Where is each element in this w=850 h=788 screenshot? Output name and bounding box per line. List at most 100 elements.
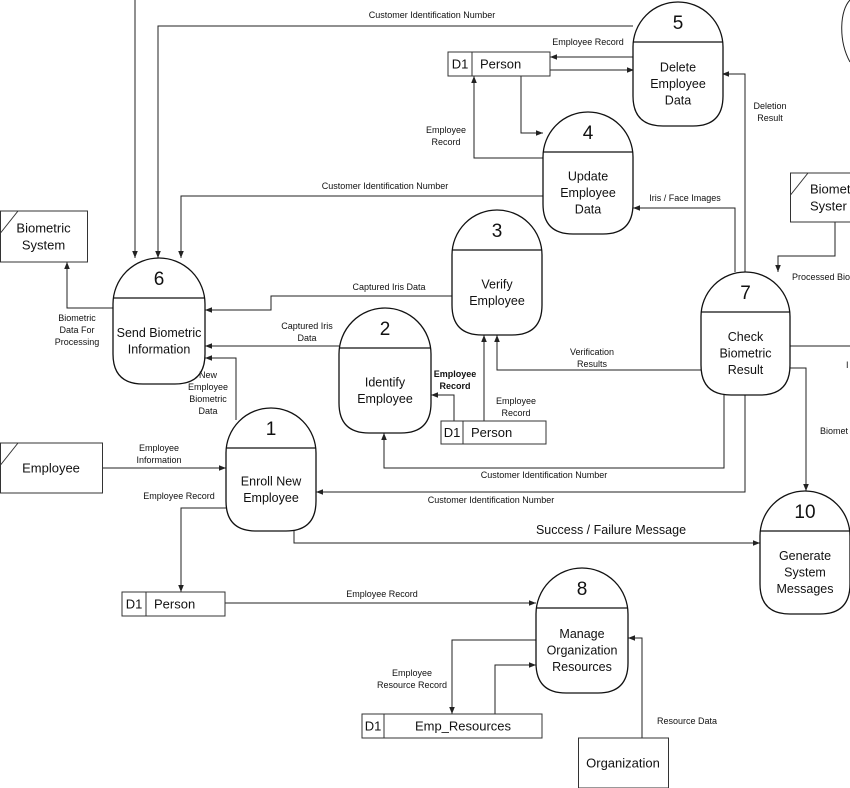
process-shape [338,307,432,434]
data-store-person-low[interactable]: D1 Person [121,591,226,617]
process-title-line: Update [568,170,608,184]
edge-p7-to-p4-iris [633,205,736,272]
store-name: Emp_Resources [415,719,512,734]
edge-p1-to-p10-success [293,531,760,546]
process-title-line: Enroll New [241,474,302,488]
label-success-failure: Success / Failure Message [536,523,686,537]
flow-label-line: Data [297,333,316,343]
process-title-line: Delete [660,61,696,75]
flow-label-line: Record [431,137,460,147]
cut-off-shape-edge [841,0,850,63]
process-shape [542,111,634,235]
entity-employee[interactable]: Employee [0,442,103,494]
edge-p1-to-p6-new-bio [205,355,237,420]
flow-label-line: Record [501,408,530,418]
flow-label-line: Employee [426,125,466,135]
label-employee-record-8: Employee Record [346,589,418,599]
edge-p5-to-p6-customer-id [155,25,633,258]
store-box [121,591,226,617]
entity-label-line: Biometric [16,221,71,236]
edge-p7-to-p2-customer-id [381,395,725,469]
data-store-emp-resources[interactable]: D1 Emp_Resources [361,713,543,739]
label-customer-id-top: Customer Identification Number [369,10,496,20]
label-employee-record-5: Employee Record [552,37,624,47]
process-title-line: Employee [650,77,706,91]
flow-edges [64,0,850,738]
edge-empres-to-p8 [494,662,536,714]
store-name: Person [480,57,521,72]
flow-label-line: Employee [434,369,477,379]
edge-store-to-p2 [431,392,455,421]
flow-label-line: Employee [496,396,536,406]
entity-label-line: Syster [810,199,848,214]
store-name: Person [471,425,512,440]
process-number: 4 [583,123,594,144]
process-title-line: Employee [357,392,413,406]
flow-label-line: Success / Failure Message [536,523,686,537]
edge-p4-to-p6-customer-id [178,195,543,258]
store-name: Person [154,597,195,612]
edge-p4-to-store [471,76,543,159]
flow-label-line: Record [439,381,470,391]
entity-box [578,737,669,788]
process-number: 1 [266,419,277,440]
process-title-line: Check [728,330,764,344]
process-shape [451,209,543,336]
flow-label-line: Processed Bio [792,272,850,282]
process-title-line: Manage [559,627,604,641]
flow-label-line: Customer Identification Number [428,495,555,505]
flow-label-line: Data For [59,325,94,335]
entity-box [0,442,103,494]
process-title-line: Data [575,203,601,217]
flow-label-line: Iris / Face Images [649,193,721,203]
label-employee-record-1: Employee Record [143,491,215,501]
store-id: D1 [126,597,143,612]
process-shape [700,271,791,396]
flow-label-line: Biomet [820,426,849,436]
entity-label-line: Biometr [810,182,850,197]
flow-label-line: Result [757,113,783,123]
entity-organization[interactable]: Organization [578,737,669,788]
process-title-line: System [784,566,826,580]
label-processed-bio: Processed Bio [792,272,850,282]
process-title-line: Employee [560,186,616,200]
process-shape [112,257,206,385]
edge-p7-to-p5-deletion [722,71,746,272]
flow-label-line: Resource Record [377,680,447,690]
process-title-line: Data [665,94,691,108]
entity-box [0,210,88,263]
flow-label-line: New [199,370,218,380]
edge-p7-to-p10 [790,367,809,491]
edge-p3-to-p6-iris [205,295,452,313]
process-number: 2 [380,319,391,340]
process-title-line: Employee [243,491,299,505]
process-title-line: Organization [547,644,618,658]
process-title-line: Send Biometric [117,326,202,340]
process-title-line: Generate [779,549,831,563]
flow-label-line: Employee [392,668,432,678]
entity-biometric-system-right[interactable]: BiometrSyster [790,172,850,223]
process-number: 10 [794,502,815,523]
store-id: D1 [365,719,382,734]
entity-label-line: Organization [586,756,660,771]
store-box [440,420,547,445]
